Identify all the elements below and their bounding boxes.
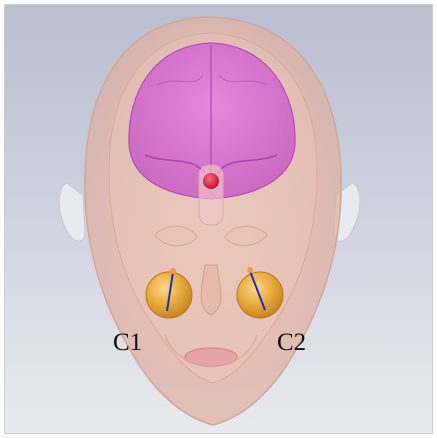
coil-label-c1: C1 — [113, 330, 142, 355]
coil-label-c2: C2 — [277, 330, 306, 355]
figure-frame: C1 C2 — [4, 4, 433, 434]
target-marker — [203, 173, 219, 189]
left-ear — [59, 183, 85, 241]
head-rendering — [5, 5, 433, 434]
nose — [201, 265, 221, 315]
